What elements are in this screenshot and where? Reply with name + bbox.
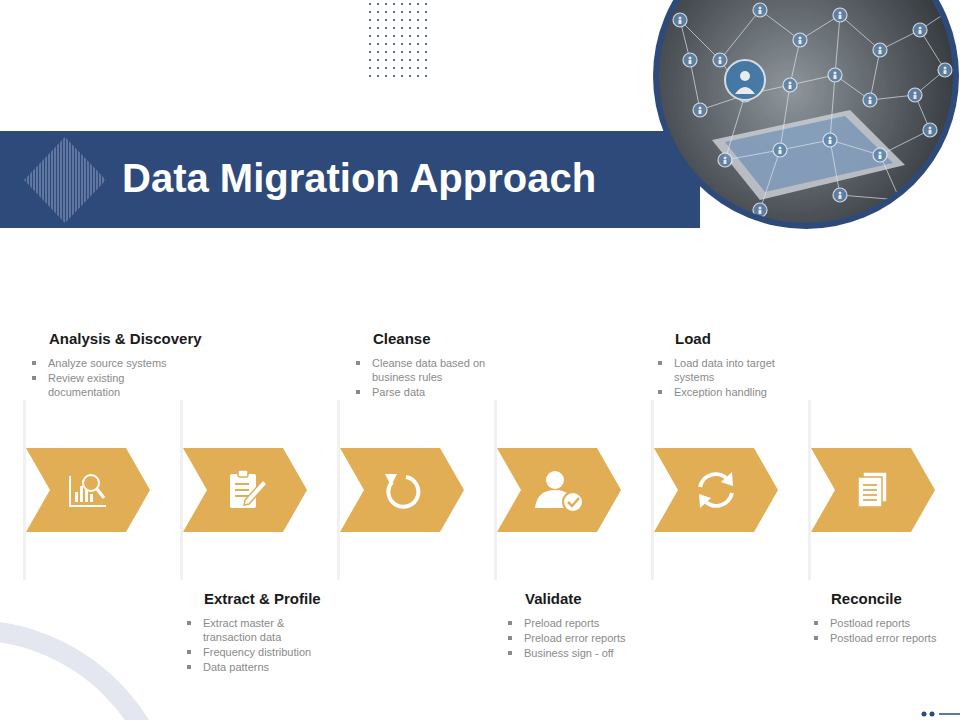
bullet-marker xyxy=(187,665,191,669)
step-heading: Cleanse xyxy=(355,330,495,347)
step-bullet: Analyze source systems xyxy=(31,356,181,370)
process-step: Analysis & DiscoveryAnalyze source syste… xyxy=(26,325,183,685)
process-step: Extract & ProfileExtract master & transa… xyxy=(183,325,340,685)
process-step: ValidatePreload reportsPreload error rep… xyxy=(497,325,654,685)
chevron-arrow xyxy=(183,448,309,534)
network-photo xyxy=(653,0,959,229)
bullet-marker xyxy=(356,361,360,365)
corner-arc xyxy=(0,630,170,720)
chevron-arrow xyxy=(654,448,780,534)
step-bullet: Business sign - off xyxy=(507,646,652,660)
bullet-marker xyxy=(32,361,36,365)
step-heading: Analysis & Discovery xyxy=(31,330,181,347)
diamond-ornament xyxy=(25,137,106,223)
step-bullet: Postload error reports xyxy=(813,631,953,645)
bullet-marker xyxy=(658,390,662,394)
step-bullet: Exception handling xyxy=(657,385,802,399)
chevron-arrow xyxy=(497,448,623,534)
step-text: Extract & ProfileExtract master & transa… xyxy=(186,590,336,675)
bullet-marker xyxy=(508,651,512,655)
bullet-marker xyxy=(356,390,360,394)
chevron-arrow xyxy=(340,448,466,534)
step-bullet: Preload error reports xyxy=(507,631,652,645)
dot-pattern xyxy=(369,3,427,77)
process-step: LoadLoad data into target systemsExcepti… xyxy=(654,325,811,685)
step-heading: Extract & Profile xyxy=(186,590,336,607)
column-dividers xyxy=(23,400,811,580)
step-bullet: Load data into target systems xyxy=(657,356,802,384)
step-heading: Reconcile xyxy=(813,590,953,607)
process-step: ReconcilePostload reportsPostload error … xyxy=(811,325,960,685)
step-text: ValidatePreload reportsPreload error rep… xyxy=(507,590,652,661)
corner-dots xyxy=(922,712,960,717)
step-bullet: Data patterns xyxy=(186,660,336,674)
step-bullet: Parse data xyxy=(355,385,495,399)
bullet-marker xyxy=(508,621,512,625)
title-band xyxy=(0,131,700,228)
bullet-marker xyxy=(32,376,36,380)
bullet-marker xyxy=(658,361,662,365)
step-bullet: Preload reports xyxy=(507,616,652,630)
step-bullet: Review existing documentation xyxy=(31,371,181,399)
step-bullet: Postload reports xyxy=(813,616,953,630)
bullet-marker xyxy=(814,636,818,640)
step-bullet: Cleanse data based on business rules xyxy=(355,356,495,384)
step-text: ReconcilePostload reportsPostload error … xyxy=(813,590,953,646)
step-heading: Load xyxy=(657,330,802,347)
bullet-marker xyxy=(508,636,512,640)
chevron-arrow xyxy=(811,448,937,534)
slide-title: Data Migration Approach xyxy=(122,156,596,201)
step-text: LoadLoad data into target systemsExcepti… xyxy=(657,330,802,400)
step-heading: Validate xyxy=(507,590,652,607)
process-step: CleanseCleanse data based on business ru… xyxy=(340,325,497,685)
step-bullet: Extract master & transaction data xyxy=(186,616,336,644)
bullet-marker xyxy=(814,621,818,625)
chevron-arrow xyxy=(26,448,152,534)
step-text: Analysis & DiscoveryAnalyze source syste… xyxy=(31,330,181,400)
bullet-marker xyxy=(187,650,191,654)
step-text: CleanseCleanse data based on business ru… xyxy=(355,330,495,400)
bullet-marker xyxy=(187,621,191,625)
step-bullet: Frequency distribution xyxy=(186,645,336,659)
